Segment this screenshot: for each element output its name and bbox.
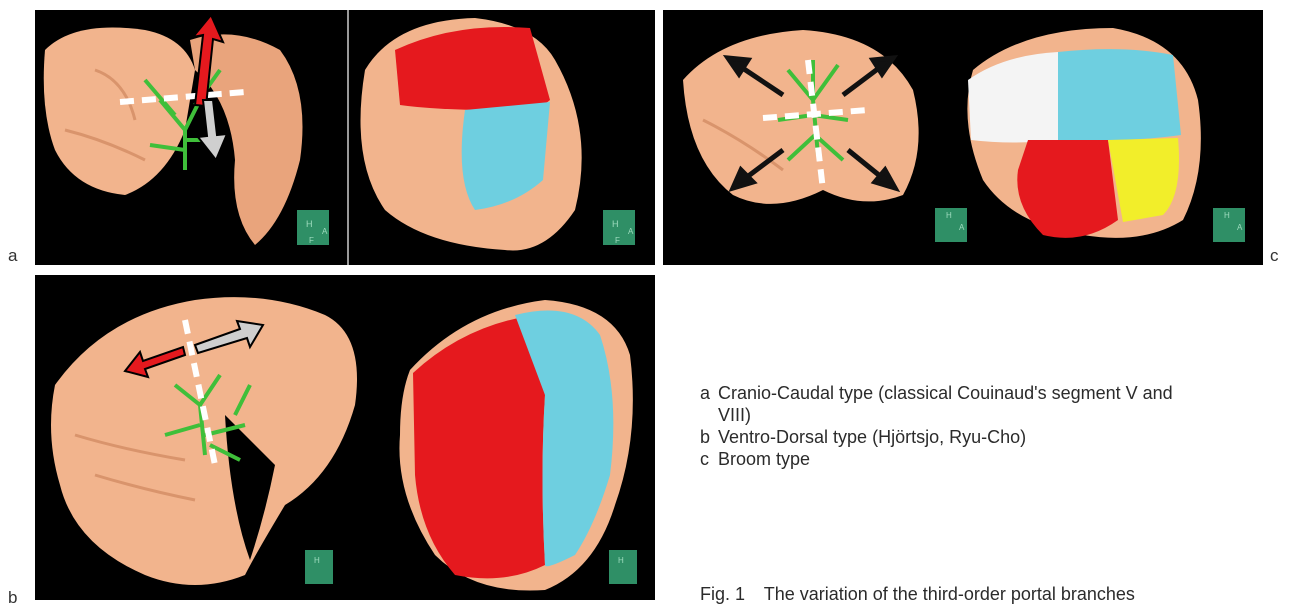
caption-c-key: c	[700, 448, 718, 470]
orientation-cube-b-left: H	[305, 550, 333, 584]
panel-label-c: c	[1270, 246, 1279, 266]
caption-a-continuation: VIII)	[700, 404, 1289, 426]
svg-text:A: A	[628, 227, 634, 236]
svg-text:H: H	[946, 211, 952, 220]
svg-text:A: A	[959, 223, 965, 232]
panel-c-illustration: H A H A	[663, 10, 1263, 265]
panel-c: H A H A	[663, 10, 1263, 265]
figure-caption: Fig. 1 The variation of the third-order …	[700, 584, 1135, 605]
panel-a: H A F H A F	[35, 10, 655, 265]
orientation-cube-c-left: H A	[935, 208, 967, 242]
orientation-cube-b-right: H	[609, 550, 637, 584]
liver-model-b-right	[399, 300, 632, 591]
liver-model-c-right	[967, 28, 1200, 238]
figure-number: Fig. 1	[700, 584, 745, 604]
svg-text:F: F	[309, 236, 314, 245]
orientation-cube-a-right: H A F	[603, 210, 635, 245]
liver-model-a-right	[361, 18, 582, 251]
caption-c: c Broom type	[700, 448, 1289, 470]
caption-c-text: Broom type	[718, 448, 810, 470]
panel-label-b: b	[8, 588, 17, 608]
caption-a-text2: VIII)	[718, 404, 751, 426]
caption-a: a Cranio-Caudal type (classical Couinaud…	[700, 382, 1289, 404]
panel-a-illustration: H A F H A F	[35, 10, 655, 265]
panel-label-a: a	[8, 246, 17, 266]
svg-text:A: A	[322, 227, 328, 236]
orientation-cube-a-left: H A F	[297, 210, 329, 245]
panel-b: H H	[35, 275, 655, 600]
svg-text:H: H	[618, 556, 624, 565]
panel-b-illustration: H H	[35, 275, 655, 600]
svg-text:H: H	[314, 556, 320, 565]
panel-a-divider	[347, 10, 349, 265]
svg-text:F: F	[615, 236, 620, 245]
figure-title: The variation of the third-order portal …	[764, 584, 1135, 604]
caption-b-text: Ventro-Dorsal type (Hjörtsjo, Ryu-Cho)	[718, 426, 1026, 448]
caption-b-key: b	[700, 426, 718, 448]
svg-text:H: H	[306, 219, 313, 229]
svg-text:H: H	[612, 219, 619, 229]
caption-a-text: Cranio-Caudal type (classical Couinaud's…	[718, 382, 1173, 404]
svg-text:H: H	[1224, 211, 1230, 220]
arrow-down-gray	[198, 100, 227, 160]
liver-model-a-left	[44, 28, 303, 246]
orientation-cube-c-right: H A	[1213, 208, 1245, 242]
figure-captions: a Cranio-Caudal type (classical Couinaud…	[700, 382, 1289, 470]
caption-a-key: a	[700, 382, 718, 404]
caption-b: b Ventro-Dorsal type (Hjörtsjo, Ryu-Cho)	[700, 426, 1289, 448]
svg-text:A: A	[1237, 223, 1243, 232]
